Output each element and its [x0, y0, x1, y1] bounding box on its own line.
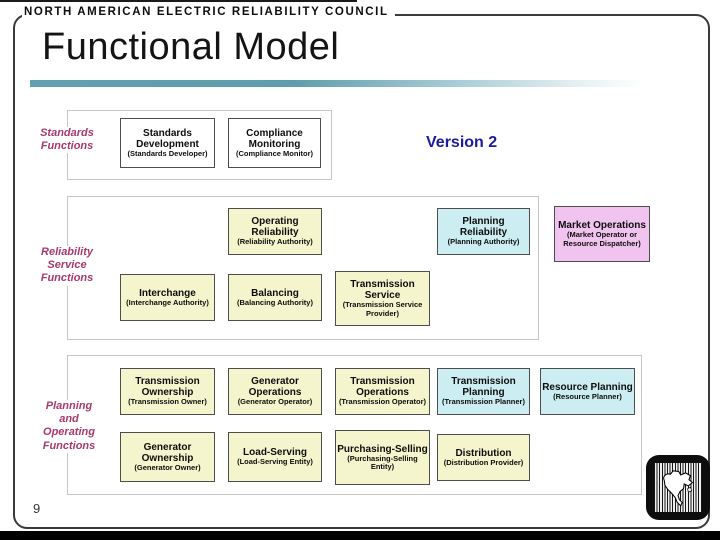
box-subtitle: (Transmission Operator) — [338, 397, 427, 407]
box-subtitle: (Generator Operator) — [237, 397, 313, 407]
planning-operating-functions-label: Planning and Operating Functions — [40, 400, 98, 453]
reliability-service-functions-label: Reliability Service Functions — [34, 246, 100, 286]
box-subtitle: (Standards Developer) — [127, 148, 208, 158]
page-title: Functional Model — [42, 26, 340, 68]
box-subtitle: (Compliance Monitor) — [235, 148, 314, 158]
purchasing-selling-box: Purchasing-Selling (Purchasing-Selling E… — [335, 430, 430, 485]
operating-reliability-box: Operating Reliability (Reliability Autho… — [228, 208, 322, 255]
version-label: Version 2 — [426, 134, 498, 151]
box-subtitle: (Purchasing-Selling Entity) — [347, 453, 418, 472]
box-title: Transmission Service — [350, 278, 415, 302]
top-edge-line — [0, 0, 357, 2]
box-title: Generator Operations — [248, 376, 302, 399]
box-subtitle: (Planning Authority) — [447, 237, 520, 247]
transmission-operations-box: Transmission Operations (Transmission Op… — [335, 368, 430, 415]
balancing-box: Balancing (Balancing Authority) — [228, 274, 322, 321]
box-subtitle: (Transmission Owner) — [128, 397, 207, 407]
title-underline-bar — [30, 80, 655, 87]
box-title: Interchange — [139, 287, 196, 299]
box-title: Transmission Operations — [350, 376, 415, 399]
standards-development-box: Standards Development (Standards Develop… — [120, 118, 215, 168]
transmission-ownership-box: Transmission Ownership (Transmission Own… — [120, 368, 215, 415]
box-subtitle: (Resource Planner) — [553, 391, 622, 401]
box-subtitle: (Reliability Authority) — [237, 237, 313, 247]
box-title: Transmission Planning — [451, 376, 516, 399]
planning-reliability-box: Planning Reliability (Planning Authority… — [437, 208, 530, 255]
transmission-service-box: Transmission Service (Transmission Servi… — [335, 271, 430, 326]
org-name-header: NORTH AMERICAN ELECTRIC RELIABILITY COUN… — [22, 6, 395, 18]
box-title: Purchasing-Selling — [337, 443, 428, 455]
load-serving-box: Load-Serving (Load-Serving Entity) — [228, 432, 322, 482]
page-number: 9 — [33, 501, 41, 516]
market-operations-box: Market Operations (Market Operator or Re… — [554, 206, 650, 262]
box-title: Resource Planning — [542, 381, 633, 393]
transmission-planning-box: Transmission Planning (Transmission Plan… — [437, 368, 530, 415]
bottom-black-bar — [0, 531, 720, 540]
box-title: Planning Reliability — [459, 216, 508, 239]
box-title: Balancing — [251, 287, 299, 299]
distribution-box: Distribution (Distribution Provider) — [437, 434, 530, 481]
nerc-logo — [646, 455, 710, 520]
box-subtitle: (Balancing Authority) — [237, 297, 313, 307]
box-title: Operating Reliability — [251, 216, 299, 239]
box-title: Standards Development — [136, 127, 199, 150]
box-subtitle: (Transmission Planner) — [442, 397, 525, 407]
north-america-map-icon — [663, 469, 694, 507]
generator-operations-box: Generator Operations (Generator Operator… — [228, 368, 322, 415]
box-title: Compliance Monitoring — [246, 127, 303, 150]
standards-functions-label: Standards Functions — [31, 127, 103, 154]
box-title: Market Operations — [558, 220, 646, 232]
box-title: Generator Ownership — [141, 441, 194, 464]
box-subtitle: (Market Operator or Resource Dispatcher) — [563, 230, 641, 248]
box-title: Transmission Ownership — [135, 376, 200, 399]
resource-planning-box: Resource Planning (Resource Planner) — [540, 368, 635, 415]
box-title: Load-Serving — [243, 447, 307, 459]
nerc-logo-stripes — [654, 463, 702, 512]
box-title: Distribution — [455, 447, 512, 459]
interchange-box: Interchange (Interchange Authority) — [120, 274, 215, 321]
generator-ownership-box: Generator Ownership (Generator Owner) — [120, 432, 215, 482]
box-subtitle: (Transmission Service Provider) — [342, 300, 423, 318]
box-subtitle: (Interchange Authority) — [126, 297, 209, 307]
compliance-monitoring-box: Compliance Monitoring (Compliance Monito… — [228, 118, 321, 168]
box-subtitle: (Distribution Provider) — [443, 457, 524, 467]
box-subtitle: (Load-Serving Entity) — [237, 457, 313, 467]
box-subtitle: (Generator Owner) — [134, 462, 201, 472]
